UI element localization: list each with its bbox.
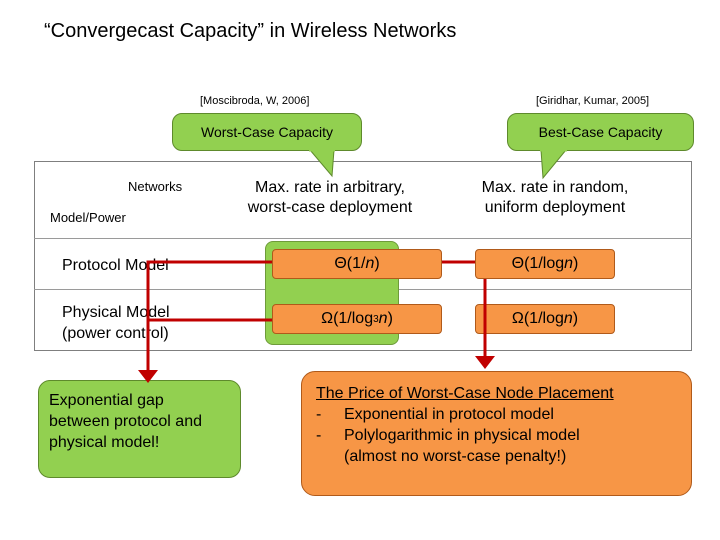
gap-line2: between protocol and [49,413,202,430]
cell-protocol-worst: Θ(1/n) [272,249,442,279]
value-suffix: ) [387,310,393,327]
column-header-worst-case: Max. rate in arbitrary, worst-case deplo… [225,178,435,218]
bullet-text: Exponential in protocol model [344,406,554,423]
bullet-indent [316,446,344,467]
value-prefix: Θ(1/log [511,255,565,272]
row-label-physical-line2: (power control) [62,325,169,342]
column-header-best-case: Max. rate in random, uniform deployment [455,178,655,218]
value-exponent: 3 [373,313,379,325]
value-suffix: ) [572,310,579,327]
exponential-gap-box: Exponential gap between protocol and phy… [38,380,241,478]
bullet-text: (almost no worst-case penalty!) [344,448,567,465]
value-variable: n [563,310,573,327]
callout-worst-case: Worst-Case Capacity [172,113,362,151]
column-header-worst-line2: worst-case deployment [247,199,413,216]
gap-line1: Exponential gap [49,392,164,409]
callout-best-case: Best-Case Capacity [507,113,694,151]
price-of-worst-case-box: The Price of Worst-Case Node Placement -… [301,371,692,496]
header-model-power: Model/Power [50,210,126,225]
bullet-marker: - [316,406,322,423]
value-variable: n [365,255,375,272]
bullet-text: Polylogarithmic in physical model [344,427,580,444]
gap-line3: physical model! [49,434,160,451]
reference-moscibroda: [Moscibroda, W, 2006] [200,95,310,107]
row-label-physical-model: Physical Model (power control) [62,302,170,344]
value-suffix: ) [374,255,380,272]
price-bullet-1: - Exponential in protocol model [316,404,677,425]
reference-giridhar: [Giridhar, Kumar, 2005] [536,95,650,107]
value-prefix: Θ(1/ [334,255,366,272]
capacity-table [34,161,692,351]
column-header-worst-line1: Max. rate in arbitrary, [255,179,405,196]
value-prefix: Ω(1/log [511,310,564,327]
price-bullet-2: - Polylogarithmic in physical model [316,425,677,446]
column-header-best-line1: Max. rate in random, [481,179,629,196]
price-heading: The Price of Worst-Case Node Placement [316,385,614,402]
value-variable: n [378,310,388,327]
header-networks: Networks [128,179,183,194]
cell-physical-best: Ω(1/log n) [475,304,615,334]
row-label-physical-line1: Physical Model [62,304,170,321]
row-label-protocol-model: Protocol Model [62,257,169,274]
cell-protocol-best: Θ(1/log n) [475,249,615,279]
value-prefix: Ω(1/log [321,310,374,327]
bullet-marker: - [316,427,322,444]
column-header-best-line2: uniform deployment [484,199,626,216]
value-suffix: ) [573,255,579,272]
value-variable: n [564,255,574,272]
price-arrowhead [475,356,495,369]
callout-best-label: Best-Case Capacity [538,124,663,140]
slide-title: “Convergecast Capacity” in Wireless Netw… [44,20,457,42]
callout-worst-label: Worst-Case Capacity [200,124,333,140]
price-bullet-2-continued: (almost no worst-case penalty!) [316,446,677,467]
table-header-divider [34,238,692,239]
